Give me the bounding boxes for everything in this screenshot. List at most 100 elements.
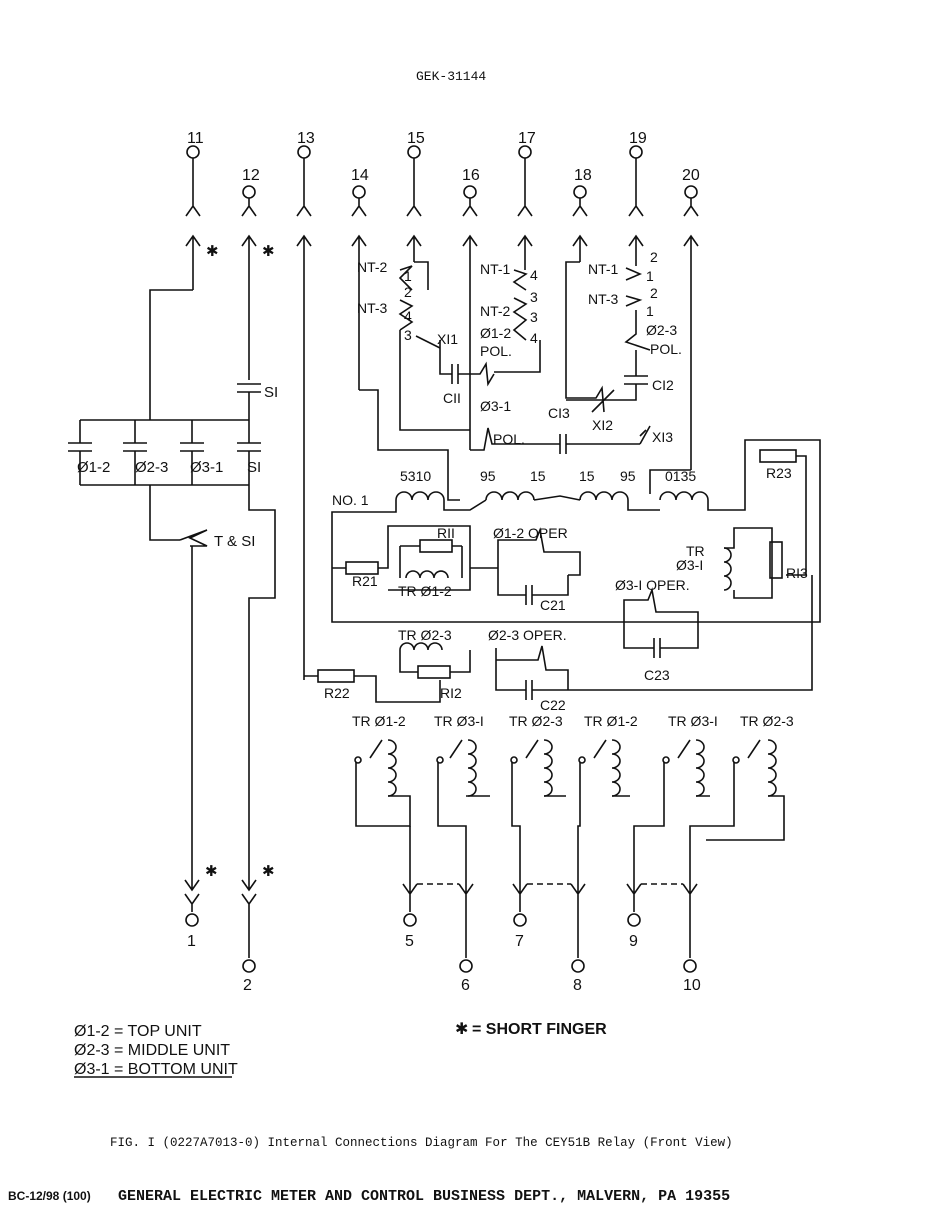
short-finger-icon: ✱ — [455, 1021, 468, 1038]
terminal-18 — [573, 185, 587, 199]
short-finger-mark: ✱ — [262, 863, 275, 880]
terminal-label-1: 1 — [187, 933, 196, 950]
r22-label: R22 — [324, 685, 350, 701]
short-finger-legend-text: = SHORT FINGER — [472, 1021, 607, 1038]
tap: 2 — [650, 285, 658, 301]
nt-label: NT-2 — [480, 303, 511, 319]
oper12-label: Ø1-2 OPER — [493, 525, 568, 541]
bottom-tr-coils: TR Ø1-2 TR Ø3-I TR Ø2-3 TR Ø1-2 TR Ø3-I … — [352, 713, 794, 880]
tap-label: 95 — [480, 468, 496, 484]
c22-label: C22 — [540, 697, 566, 713]
tr-coil — [436, 739, 490, 880]
document-id: GEK-31144 — [416, 69, 486, 84]
bottom-connectors: ✱ ✱ — [184, 860, 698, 958]
terminal-label-16: 16 — [462, 167, 480, 184]
tap-label: 15 — [530, 468, 546, 484]
tap-label: 95 — [620, 468, 636, 484]
terminal-label-19: 19 — [629, 130, 647, 147]
tap: 2 — [404, 284, 412, 300]
terminal-9 — [627, 913, 641, 927]
terminal-11 — [186, 145, 200, 159]
oper31-label: Ø3-I OPER. — [615, 577, 690, 593]
terminal-label-5: 5 — [405, 933, 414, 950]
t-si-label: T & SI — [214, 533, 255, 550]
nt-label: NT-2 — [357, 259, 388, 275]
tr12-label: TR Ø1-2 — [398, 583, 452, 599]
terminal-20 — [684, 185, 698, 199]
tap: 1 — [646, 303, 654, 319]
short-finger-mark: ✱ — [205, 863, 218, 880]
contact-label-12: Ø1-2 — [77, 459, 110, 476]
nt-label: NT-1 — [480, 261, 511, 277]
top-terminals: 11 12 13 14 15 16 17 18 19 20 — [186, 130, 700, 199]
terminal-15 — [407, 145, 421, 159]
tap: 1 — [404, 268, 412, 284]
contact-label-31: Ø3-1 — [190, 459, 223, 476]
tr31-label-a: TR — [686, 543, 705, 559]
nt-label: NT-3 — [357, 300, 388, 316]
x11-label: XI1 — [437, 331, 458, 347]
tap: 4 — [530, 267, 538, 283]
c13-label: CI3 — [548, 405, 570, 421]
tap: 3 — [530, 309, 538, 325]
terminal-12 — [242, 185, 256, 199]
terminal-label-2: 2 — [243, 977, 252, 994]
terminal-label-12: 12 — [242, 167, 260, 184]
c21-label: C21 — [540, 597, 566, 613]
pol-label: POL. — [480, 343, 512, 359]
footer-code: BC-12/98 (100) — [8, 1189, 91, 1203]
oper23-label: Ø2-3 OPER. — [488, 627, 567, 643]
unit-legend: Ø1-2 = TOP UNIT Ø2-3 = MIDDLE UNIT Ø3-1 … — [74, 1023, 238, 1078]
terminal-label-6: 6 — [461, 977, 470, 994]
tr-coil — [510, 739, 566, 880]
terminal-10 — [683, 959, 697, 973]
pol-label: POL. — [493, 431, 525, 447]
c12-label: CI2 — [652, 377, 674, 393]
nt-label: NT-1 — [588, 261, 619, 277]
r21-label: R21 — [352, 573, 378, 589]
tap: 3 — [404, 327, 412, 343]
short-finger-legend: ✱ = SHORT FINGER — [455, 1021, 607, 1038]
top-connectors: ✱ ✱ — [185, 158, 699, 680]
terminal-2 — [242, 959, 256, 973]
tr-bottom-label: TR Ø3-I — [434, 713, 484, 729]
c23-label: C23 — [644, 667, 670, 683]
r13-label: RI3 — [786, 565, 808, 581]
tap-label: 15 — [579, 468, 595, 484]
tr23-label: TR Ø2-3 — [398, 627, 452, 643]
legend-line: Ø3-1 = BOTTOM UNIT — [74, 1061, 238, 1078]
terminal-label-17: 17 — [518, 130, 536, 147]
contact-label-23: Ø2-3 — [135, 459, 168, 476]
left-control-section: SI Ø1-2 Ø2-3 Ø3-1 SI T & SI — [68, 289, 278, 860]
tap: 2 — [650, 249, 658, 265]
terminal-label-14: 14 — [351, 167, 369, 184]
c11-label: CII — [443, 390, 461, 406]
operating-section: R21 RII TR Ø1-2 Ø1-2 OPER C21 TR Ø3-I RI… — [304, 525, 813, 713]
tap: 1 — [646, 268, 654, 284]
footer-company: GENERAL ELECTRIC METER AND CONTROL BUSIN… — [118, 1188, 730, 1205]
bottom-terminals: 1 2 5 6 7 8 9 10 — [185, 913, 701, 994]
phase31-label: Ø3-1 — [480, 398, 511, 414]
tap: 4 — [530, 330, 538, 346]
terminal-13 — [297, 145, 311, 159]
tap-label: 0135 — [665, 468, 696, 484]
terminal-8 — [571, 959, 585, 973]
terminal-16 — [463, 185, 477, 199]
terminal-1 — [185, 913, 199, 927]
nt-label: NT-3 — [588, 291, 619, 307]
r23-label: R23 — [766, 465, 792, 481]
phase23-label: Ø2-3 — [646, 322, 677, 338]
terminal-7 — [513, 913, 527, 927]
terminal-5 — [403, 913, 417, 927]
r11-label: RII — [437, 525, 455, 541]
terminal-label-13: 13 — [297, 130, 315, 147]
tr31-label-b: Ø3-I — [676, 557, 703, 573]
tap-label: 5310 — [400, 468, 431, 484]
terminal-label-8: 8 — [573, 977, 582, 994]
tap: 3 — [530, 289, 538, 305]
figure-caption: FIG. I (0227A7013-0) Internal Connection… — [110, 1136, 733, 1150]
tap-coils-row: 5310 95 15 15 95 0135 NO. 1 R23 — [331, 439, 821, 623]
short-finger-mark: ✱ — [262, 243, 275, 260]
tr-bottom-label: TR Ø1-2 — [352, 713, 406, 729]
terminal-14 — [352, 185, 366, 199]
